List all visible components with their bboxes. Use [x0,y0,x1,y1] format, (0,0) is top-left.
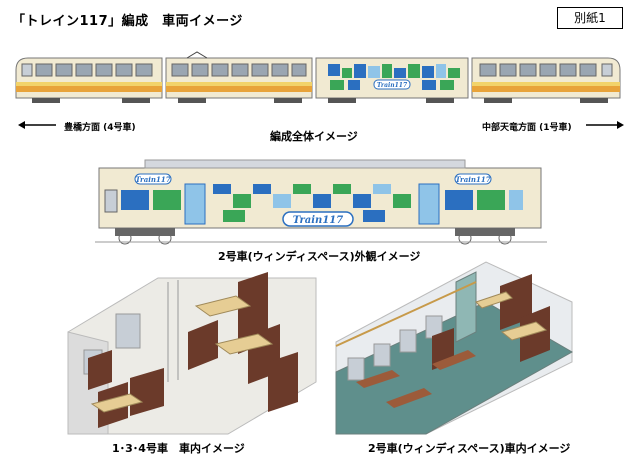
interior-car2-illustration [335,261,574,435]
car2-logo: Train117 [293,215,343,226]
attachment-badge: 別紙1 [557,7,623,29]
small-logo-right-text: Train117 [455,175,490,184]
small-logo-left-text: Train117 [135,175,170,184]
car2-exterior-caption: 2号車(ウィンディスペース)外観イメージ [218,250,421,263]
direction-toyohashi: 豊橋方面 (4号車) [64,123,136,133]
arrow-left-icon [18,121,56,129]
car2-logo-small-right: Train117 [455,175,490,184]
logo-text: Train117 [293,215,343,226]
interior-cars-134-illustration [67,272,317,435]
formation-train-illustration [15,51,621,103]
car-1 [471,57,621,99]
interior-cars-134-caption: 1･3･4号車 車内イメージ [112,442,245,455]
car2-exterior-illustration [95,159,547,245]
mini-logo-text: Train117 [377,82,408,89]
car2-logo-small-left: Train117 [135,175,170,184]
formation-caption: 編成全体イメージ [270,130,358,143]
bogies [32,98,608,103]
page-title: 「トレイン117」編成 車両イメージ [12,14,243,29]
interior-car2-caption: 2号車(ウィンディスペース)車内イメージ [368,442,571,455]
car-2-windy-space [315,57,469,99]
car-4 [15,57,163,99]
arrow-right-icon [586,121,624,129]
direction-chubu-tenryu: 中部天竜方面 (1号車) [482,123,572,133]
car-3 [165,51,313,99]
logo-car2-mini: Train117 [377,82,408,89]
